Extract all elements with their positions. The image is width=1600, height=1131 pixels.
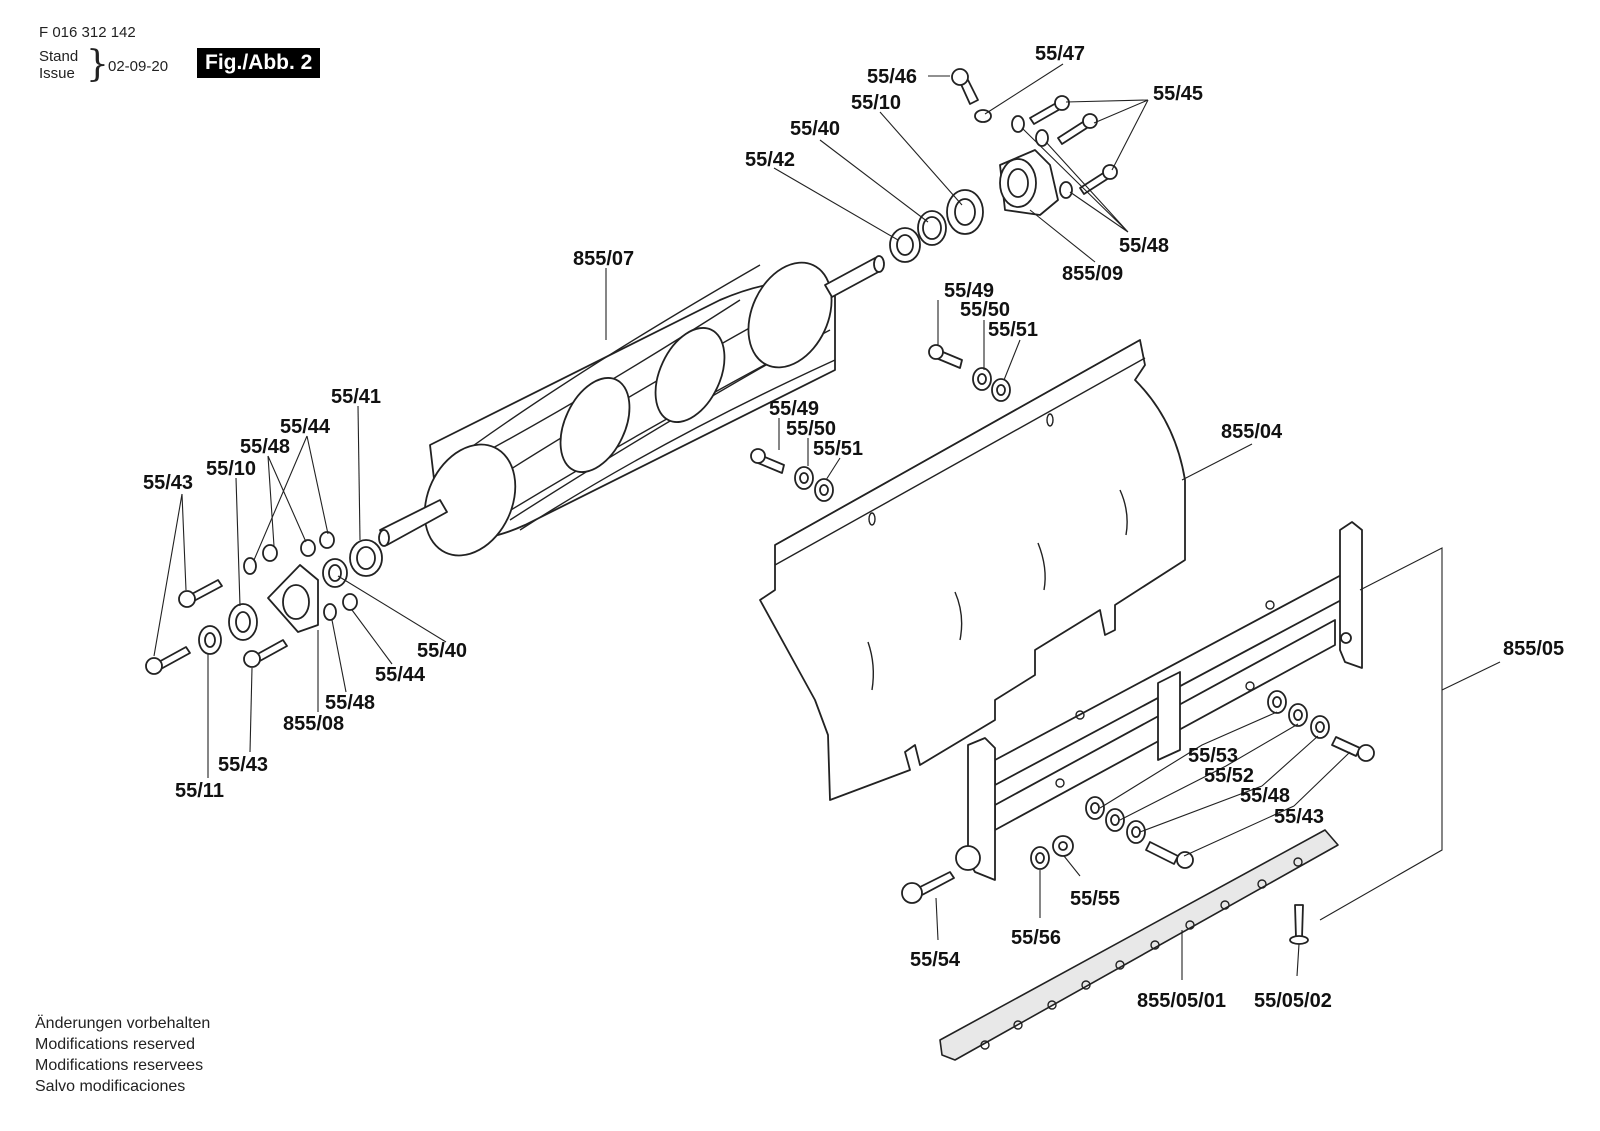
label-55-10-left: 55/10 bbox=[206, 458, 256, 480]
mounting-bolts bbox=[750, 344, 1011, 502]
right-bearing-assembly bbox=[889, 68, 1118, 263]
footer-line-en: Modifications reserved bbox=[35, 1036, 196, 1053]
part-labels: 55/47 55/46 55/45 55/10 55/40 55/42 55/4… bbox=[143, 43, 1564, 1012]
label-55-50-a: 55/50 bbox=[960, 299, 1010, 321]
label-55-52: 55/52 bbox=[1204, 765, 1254, 787]
label-55-48-right: 55/48 bbox=[1240, 785, 1290, 807]
label-55-50-b: 55/50 bbox=[786, 418, 836, 440]
issue-date: 02-09-20 bbox=[108, 58, 169, 75]
label-55-53: 55/53 bbox=[1188, 745, 1238, 767]
label-55-56: 55/56 bbox=[1011, 927, 1061, 949]
label-855-05-01: 855/05/01 bbox=[1137, 990, 1226, 1012]
label-55-44-top: 55/44 bbox=[280, 416, 331, 438]
brace-glyph: } bbox=[86, 44, 109, 85]
label-855-05: 855/05 bbox=[1503, 638, 1564, 660]
label-55-40-top: 55/40 bbox=[790, 118, 840, 140]
label-55-49-a: 55/49 bbox=[944, 280, 994, 302]
label-55-41: 55/41 bbox=[331, 386, 381, 408]
left-bearing-assembly bbox=[145, 531, 383, 675]
label-855-07: 855/07 bbox=[573, 248, 634, 270]
label-855-04: 855/04 bbox=[1221, 421, 1283, 443]
label-55-47: 55/47 bbox=[1035, 43, 1085, 65]
label-55-42: 55/42 bbox=[745, 149, 795, 171]
footer-line-de: Änderungen vorbehalten bbox=[35, 1015, 211, 1032]
label-55-51-b: 55/51 bbox=[813, 438, 863, 460]
stand-label: Stand bbox=[39, 48, 79, 65]
label-55-51-a: 55/51 bbox=[988, 319, 1038, 341]
label-55-48-left: 55/48 bbox=[240, 436, 290, 458]
footer-line-fr: Modifications reservees bbox=[35, 1057, 204, 1074]
label-855-09: 855/09 bbox=[1062, 263, 1123, 285]
label-55-46: 55/46 bbox=[867, 66, 917, 88]
label-55-05-02: 55/05/02 bbox=[1254, 990, 1332, 1012]
frame-fasteners bbox=[901, 690, 1375, 904]
label-55-54: 55/54 bbox=[910, 949, 961, 971]
label-55-55: 55/55 bbox=[1070, 888, 1120, 910]
label-55-45: 55/45 bbox=[1153, 83, 1203, 105]
bed-knife bbox=[939, 829, 1339, 1061]
footer-line-es: Salvo modificaciones bbox=[35, 1078, 186, 1095]
cover-plate bbox=[759, 339, 1186, 801]
issue-label: Issue bbox=[39, 65, 75, 82]
label-55-44-bot: 55/44 bbox=[375, 664, 426, 686]
leader-lines bbox=[153, 63, 1351, 980]
frame-bar bbox=[955, 521, 1501, 921]
reel-cylinder bbox=[378, 255, 885, 557]
document-number: F 016 312 142 bbox=[39, 24, 136, 41]
label-855-08: 855/08 bbox=[283, 713, 344, 735]
label-55-43-right: 55/43 bbox=[1274, 806, 1324, 828]
figure-badge: Fig./Abb. 2 bbox=[197, 48, 321, 78]
label-55-11: 55/11 bbox=[175, 780, 224, 802]
label-55-10-top: 55/10 bbox=[851, 92, 901, 114]
label-55-48-top: 55/48 bbox=[1119, 235, 1169, 257]
label-55-43-bot: 55/43 bbox=[218, 754, 268, 776]
label-55-49-b: 55/49 bbox=[769, 398, 819, 420]
label-55-43-top: 55/43 bbox=[143, 472, 193, 494]
label-55-48-bot: 55/48 bbox=[325, 692, 375, 714]
stand-issue-label: Stand Issue bbox=[39, 48, 78, 82]
label-55-40-bot: 55/40 bbox=[417, 640, 467, 662]
